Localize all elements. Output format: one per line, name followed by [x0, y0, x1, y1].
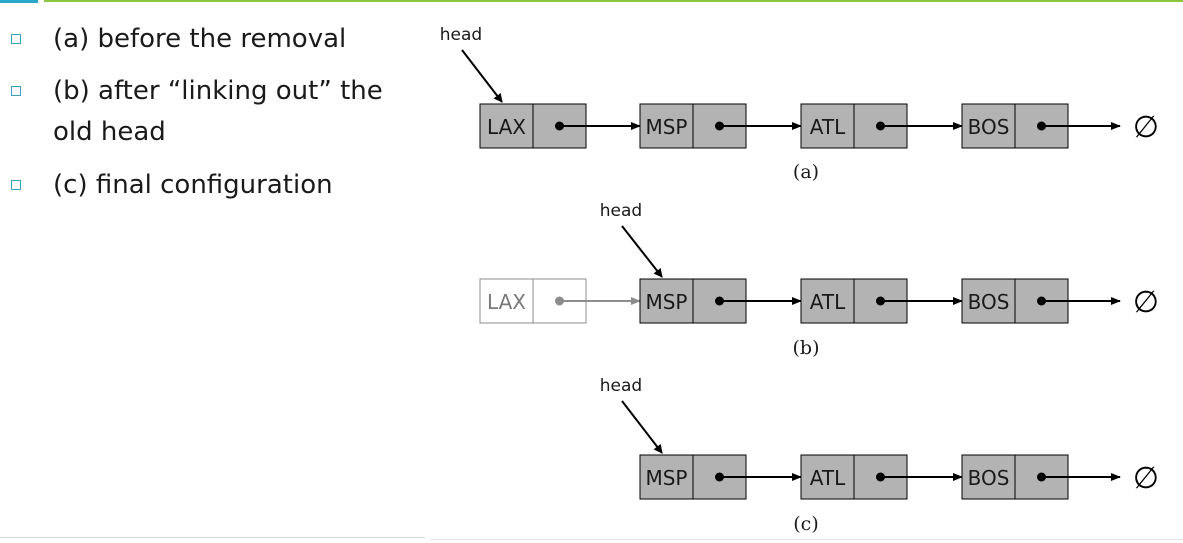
panel-caption: (a) [793, 161, 819, 183]
node-label: MSP [645, 290, 687, 314]
square-bullet-icon [11, 34, 21, 44]
square-bullet-icon [11, 86, 21, 96]
bottom-divider [430, 539, 1183, 540]
panel-caption: (c) [793, 513, 818, 535]
head-label: head [440, 25, 482, 45]
panel-caption: (b) [793, 337, 820, 359]
node-label: BOS [968, 290, 1010, 314]
node-label: MSP [645, 115, 687, 139]
node-label: LAX [487, 290, 526, 314]
null-symbol: ∅ [1133, 285, 1159, 320]
head-pointer-arrow [621, 400, 663, 454]
bullet-text: (a) before the removal [53, 24, 347, 54]
node-label: BOS [968, 466, 1010, 490]
bullet-text: (c) final configuration [53, 170, 333, 200]
node-label: MSP [645, 466, 687, 490]
top-accent-bar [0, 0, 38, 3]
null-symbol: ∅ [1133, 461, 1159, 496]
bullet-text: (b) after “linking out” the old head [53, 76, 383, 147]
top-rule [0, 0, 1183, 3]
node-label: ATL [810, 466, 846, 490]
head-label: head [600, 376, 642, 396]
head-label: head [600, 201, 642, 221]
top-divider-line [44, 0, 1183, 2]
node-label: ATL [810, 115, 846, 139]
node-label: LAX [487, 115, 526, 139]
bottom-divider [0, 537, 425, 538]
node-label: ATL [810, 290, 846, 314]
null-symbol: ∅ [1133, 110, 1159, 145]
node-label: BOS [968, 115, 1010, 139]
head-pointer-arrow [461, 49, 503, 103]
square-bullet-icon [11, 180, 21, 190]
head-pointer-arrow [621, 225, 663, 278]
